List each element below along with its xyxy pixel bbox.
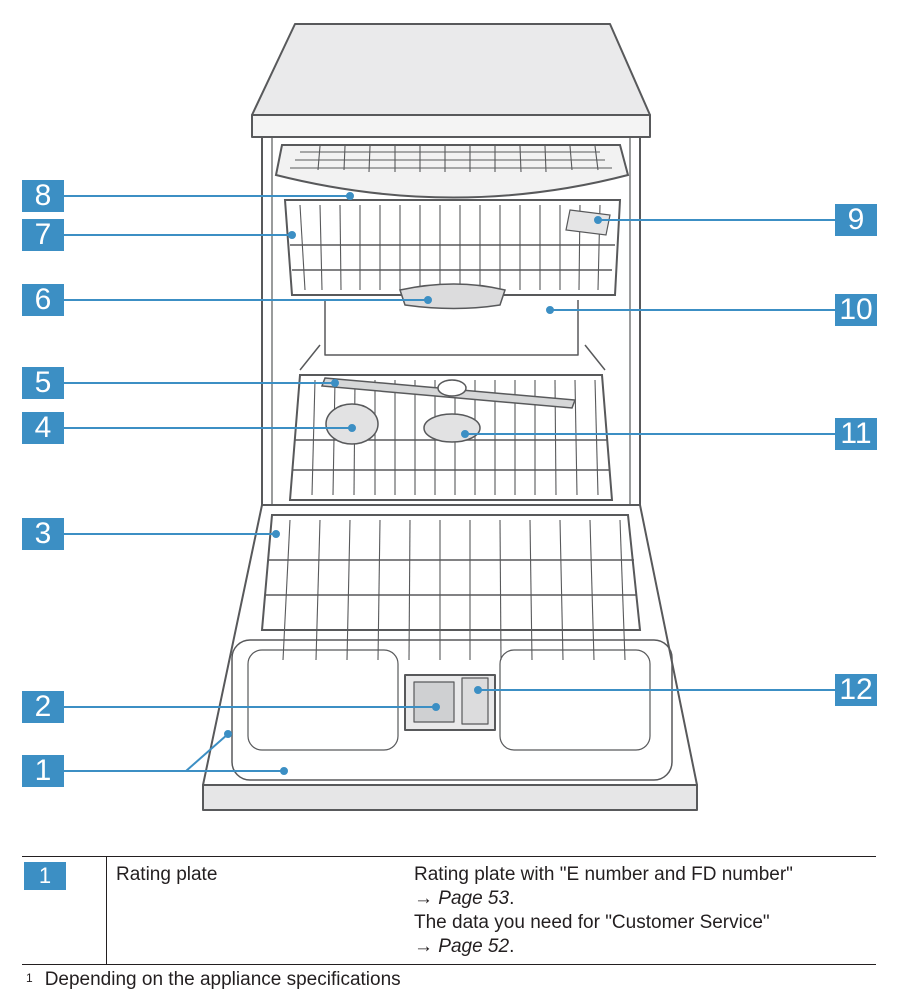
callout-9: 9	[835, 204, 877, 236]
callout-4: 4	[22, 412, 64, 444]
description-line: The data you need for "Customer Service"	[414, 912, 770, 933]
callout-10: 10	[835, 294, 877, 326]
worktop	[251, 23, 651, 116]
page-reference[interactable]: → Page 53.	[414, 888, 515, 909]
page-reference[interactable]: → Page 52.	[414, 936, 515, 957]
worktop-front	[251, 114, 651, 138]
callout-7: 7	[22, 219, 64, 251]
table-top-rule	[22, 856, 876, 857]
callout-11: 11	[835, 418, 877, 450]
callout-3: 3	[22, 518, 64, 550]
table-row-description: Rating plate with "E number and FD numbe…	[414, 863, 793, 959]
footnote: 1 Depending on the appliance specificatio…	[26, 966, 401, 994]
table-row-number: 1	[24, 862, 66, 890]
table-bottom-rule	[22, 964, 876, 965]
callout-5: 5	[22, 367, 64, 399]
description-line: Rating plate with "E number and FD numbe…	[414, 864, 793, 885]
table-column-divider	[106, 857, 107, 964]
table-row-name: Rating plate	[116, 864, 218, 885]
footnote-text: Depending on the appliance specification…	[44, 969, 401, 990]
callout-6: 6	[22, 284, 64, 316]
callout-12: 12	[835, 674, 877, 706]
callout-8: 8	[22, 180, 64, 212]
footnote-marker: 1	[26, 971, 33, 985]
callout-1: 1	[22, 755, 64, 787]
callout-2: 2	[22, 691, 64, 723]
door	[202, 504, 698, 786]
dishwasher-diagram	[64, 23, 836, 811]
